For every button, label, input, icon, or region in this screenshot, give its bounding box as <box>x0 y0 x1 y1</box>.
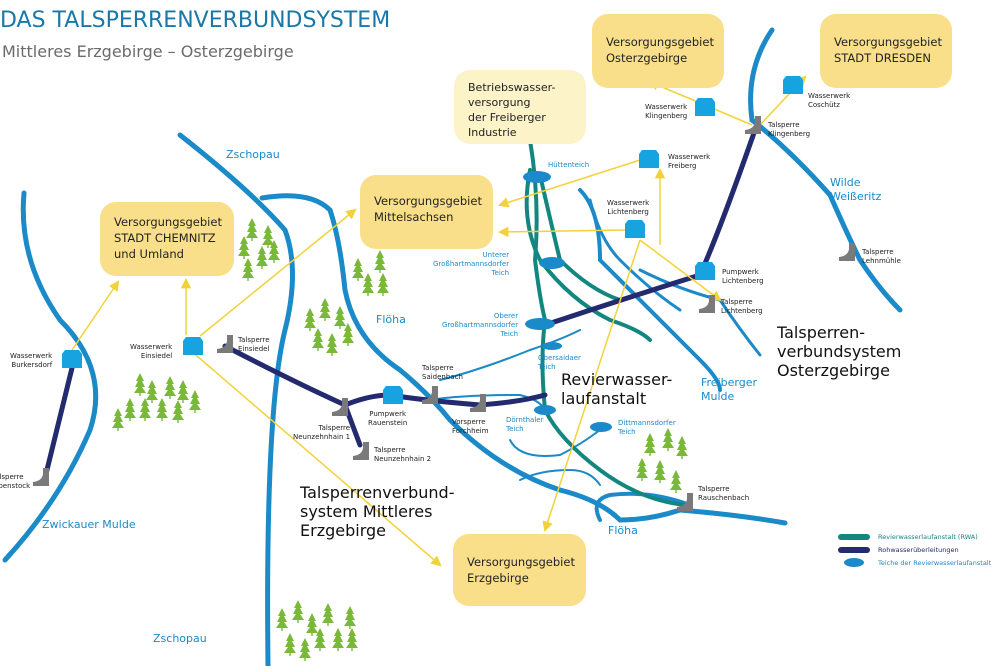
label-pond-huettenteich: Hüttenteich <box>548 161 590 169</box>
legend-swatch-teich <box>844 558 864 567</box>
pond-huettenteich <box>523 171 551 183</box>
river-zwickauer-mulde <box>2 190 99 563</box>
river-small-3 <box>509 429 601 457</box>
waterworks-burkersdorf-icon <box>62 350 82 368</box>
supply-area-freiberger-industrie[interactable]: Betriebswasser- versorgung der Freiberge… <box>454 70 586 144</box>
river-weisseritz <box>748 27 903 313</box>
river-small-2 <box>429 393 546 411</box>
pond-oberer-gh <box>525 318 555 330</box>
label-river-zschopau-top: Zschopau <box>226 148 280 161</box>
pond-dittmannsdorf <box>590 422 612 432</box>
pond-unterer-gh <box>539 257 565 269</box>
ponds <box>523 171 612 432</box>
label-river-floeha-bottom: Flöha <box>608 524 638 537</box>
river-small-1 <box>439 329 581 381</box>
supply-area-osterzgebirge[interactable]: Versorgungsgebiet Osterzgebirge <box>592 14 724 88</box>
pond-obersaida <box>542 342 562 350</box>
legend-swatch-rohwasser <box>838 546 870 553</box>
region-label-rwa: Revierwasser-laufanstalt <box>561 370 673 408</box>
river-zschopau-branch <box>259 193 788 526</box>
pumpwork-lichtenberg-icon <box>695 262 715 280</box>
label-river-zschopau-bottom: Zschopau <box>153 632 207 645</box>
supply-area-mittelsachsen[interactable]: Versorgungsgebiet Mittelsachsen <box>360 175 493 249</box>
pumpwork-rauenstein-icon <box>383 386 403 404</box>
river-floeha-loop <box>594 491 692 522</box>
river-zschopau <box>177 132 295 666</box>
supply-area-erzgebirge[interactable]: Versorgungsgebiet Erzgebirge <box>453 534 586 606</box>
waterworks-coschuetz-icon <box>783 76 803 94</box>
waterworks-freiberg-icon <box>639 150 659 168</box>
dam-lehnmuehle-icon <box>839 243 855 261</box>
legend-item-rohwasser: Rohwasserüberleitungen <box>838 543 991 556</box>
page-subtitle: Mittleres Erzgebirge – Osterzgebirge <box>2 42 294 61</box>
label-dam-eibenstock: TalsperreEibenstock <box>0 473 31 490</box>
pond-doernthal <box>534 405 556 415</box>
map-legend: Revierwasserlaufanstalt (RWA) Rohwasserü… <box>838 530 991 569</box>
legend-item-rwa: Revierwasserlaufanstalt (RWA) <box>838 530 991 543</box>
label-river-floeha-mid: Flöha <box>376 313 406 326</box>
river-small-5 <box>588 198 682 312</box>
waterworks-klingenberg-icon <box>695 98 715 116</box>
waterworks-einsiedel-icon <box>183 337 203 355</box>
page-title: DAS TALSPERRENVERBUNDSYSTEM <box>0 8 391 33</box>
waterworks-lichtenberg-icon <box>625 220 645 238</box>
river-small-4 <box>519 468 601 486</box>
supply-lines <box>71 75 807 567</box>
label-river-zwickauer-mulde: Zwickauer Mulde <box>42 518 136 531</box>
supply-area-chemnitz[interactable]: Versorgungsgebiet STADT CHEMNITZ und Uml… <box>100 202 234 276</box>
supply-area-dresden[interactable]: Versorgungsgebiet STADT DRESDEN <box>820 14 952 88</box>
forest-icons <box>112 218 688 661</box>
legend-item-teich: Teiche der Revierwasserlaufanstalt <box>838 556 991 569</box>
dam-eibenstock-icon <box>33 468 49 486</box>
legend-swatch-rwa <box>838 533 870 540</box>
